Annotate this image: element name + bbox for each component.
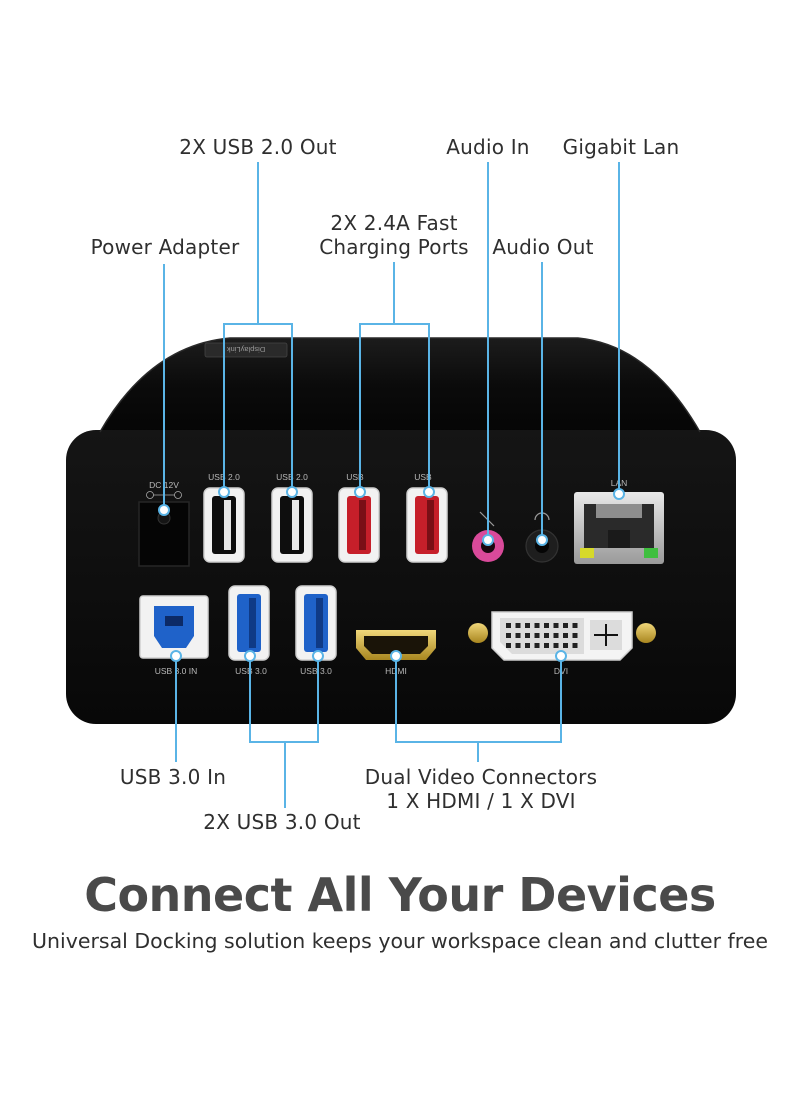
dvi-pin xyxy=(515,623,521,628)
dvi-pin xyxy=(553,623,559,628)
usb-charging-port-2-label: USB xyxy=(414,472,432,482)
dvi-pin xyxy=(553,633,559,638)
dvi-pin xyxy=(572,643,578,648)
docking-station-diagram: DC 12V USB 2.0 USB 2.0 USB USB LAN USB 3… xyxy=(66,162,736,808)
dvi-pin xyxy=(525,623,530,628)
dvi-pin xyxy=(534,623,540,628)
usb-charging-port-1 xyxy=(338,487,380,563)
displaylink-badge xyxy=(204,342,288,358)
callout-usb30-in: USB 3.0 In xyxy=(119,765,227,789)
callout-power-adapter: Power Adapter xyxy=(90,235,240,259)
usb30-port-2-label: USB 3.0 xyxy=(300,666,332,676)
headline: Connect All Your Devices xyxy=(84,868,716,922)
dvi-pin xyxy=(506,643,511,648)
usb20-port-2 xyxy=(271,487,313,563)
dvi-pin xyxy=(534,643,540,648)
callout-usb30-out: 2X USB 3.0 Out xyxy=(203,810,361,834)
callout-dual-video-line2: 1 X HDMI / 1 X DVI xyxy=(386,789,576,813)
dvi-pin xyxy=(534,633,540,638)
dvi-pin xyxy=(572,623,578,628)
callout-fast-charging-line2: Charging Ports xyxy=(319,235,469,259)
usb-charging-port-2 xyxy=(406,487,448,563)
usb30-port-1-label: USB 3.0 xyxy=(235,666,267,676)
dvi-pin xyxy=(525,643,530,648)
dvi-pin xyxy=(506,623,511,628)
dvi-pin-grid xyxy=(506,623,578,648)
usb20-port-1 xyxy=(203,487,245,563)
hdmi-port xyxy=(356,630,436,660)
usb-charging-port-1-label: USB xyxy=(346,472,364,482)
callout-audio-in: Audio In xyxy=(446,135,530,159)
dvi-pin xyxy=(525,633,530,638)
leader-endpoints xyxy=(158,486,625,662)
callout-audio-out: Audio Out xyxy=(492,235,594,259)
callout-usb20-out: 2X USB 2.0 Out xyxy=(179,135,337,159)
dvi-pin xyxy=(515,633,521,638)
lan-port xyxy=(574,492,664,564)
dvi-pin xyxy=(506,633,511,638)
dvi-pin xyxy=(563,643,568,648)
dvi-pin xyxy=(563,623,568,628)
dvi-pin xyxy=(553,643,559,648)
dvi-pin xyxy=(515,643,521,648)
dvi-pin xyxy=(563,633,568,638)
displaylink-badge-text: DisplayLink xyxy=(227,345,266,354)
usb30-in-port xyxy=(139,595,209,659)
dvi-pin xyxy=(544,643,549,648)
callout-gigabit-lan: Gigabit Lan xyxy=(562,135,680,159)
dvi-pin xyxy=(544,623,549,628)
callout-dual-video-line1: Dual Video Connectors xyxy=(364,765,598,789)
subline: Universal Docking solution keeps your wo… xyxy=(32,929,768,953)
dvi-pin xyxy=(572,633,578,638)
callout-fast-charging-line1: 2X 2.4A Fast xyxy=(330,211,458,235)
dvi-pin xyxy=(544,633,549,638)
usb30-port-2 xyxy=(295,585,337,661)
leader-lines xyxy=(163,162,620,808)
usb30-port-1 xyxy=(228,585,270,661)
